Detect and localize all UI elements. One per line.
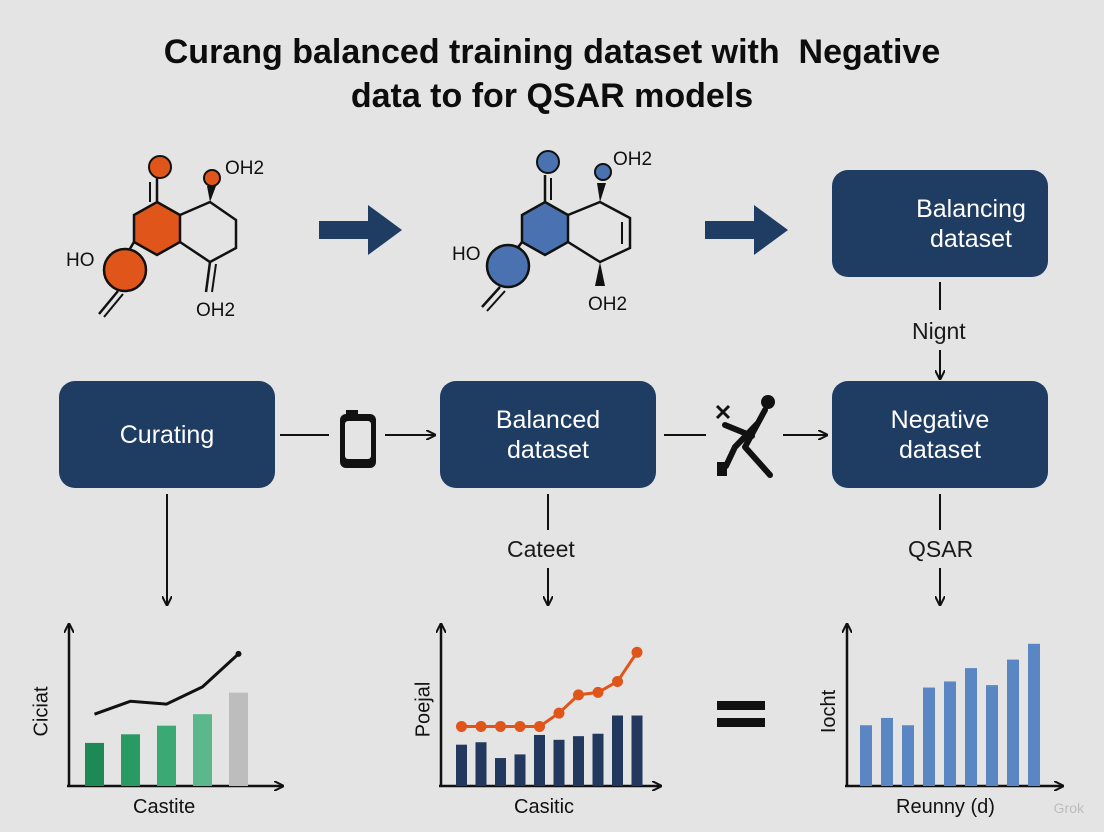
negative-dataset-box[interactable]: Negative dataset [832,381,1048,488]
orange-atom [148,155,172,179]
blue-atom [536,150,560,174]
chart-3-bar-1 [860,725,872,786]
chart-1-ylabel: Ciciat [30,686,53,737]
chart-2-bar-4 [514,754,526,786]
chart-3-bar-9 [1028,643,1040,786]
page-title: Curang balanced training dataset with Ne… [0,30,1104,118]
chart-2-point-2 [475,720,487,732]
chart-2-point-7 [573,689,584,701]
chart-1-bar-5 [229,692,248,786]
chart-3-bar-3 [902,725,914,786]
orange-ring [132,200,182,257]
chart-2-line [461,651,639,728]
chart-3-bar-7 [986,685,998,786]
chart-3-ylabel: Iocht [818,689,841,734]
left-atom-oh2-top: OH2 [225,158,265,179]
flow-arrow-2 [705,205,788,255]
chart-3-bar-2 [881,717,893,786]
connector-label-night: Nignt [912,318,966,344]
blue-atom-large [485,243,531,289]
phone-icon [340,410,376,468]
fused-ring [179,200,238,264]
chart-3-bar-6 [965,668,977,786]
title-line-1: Curang balanced training dataset with Ne… [163,33,941,71]
curating-label: Curating [119,420,215,449]
middle-atom-oh2-bottom: OH2 [588,294,628,315]
equals-sign [717,701,765,727]
orange-atom-large [102,247,148,293]
chart-1-line-end [235,650,242,657]
chart-2-point-9 [612,675,623,687]
curating-box[interactable]: Curating [59,381,275,488]
chart-2-bar-10 [631,715,643,786]
chart-1-line [93,652,240,716]
running-figure-icon [715,395,775,478]
chart-2-bar-6 [553,739,565,786]
middle-atom-oh2-top: OH2 [613,149,653,170]
chart-2-point-1 [456,720,467,732]
chart-1-xlabel: Castite [133,796,196,818]
balanced-dataset-label: Balanced dataset [495,405,601,464]
middle-molecule [481,150,632,312]
balancing-dataset-label: Balancing dataset [916,194,1026,253]
watermark: Grok [1053,800,1084,816]
balancing-dataset-box[interactable]: Balancing dataset [832,170,1048,277]
chart-2-xlabel: Casitic [514,796,575,818]
chart-2-point-5 [534,720,545,732]
blue-ring [520,200,570,257]
chart-1-bar-1 [85,742,104,786]
connector-label-qsar: QSAR [908,536,974,562]
chart-2-axes [439,625,660,786]
left-molecule [98,155,238,318]
middle-atom-ho: HO [452,244,481,265]
chart-3-bar-4 [923,687,935,786]
negative-dataset-label: Negative dataset [890,405,990,464]
chart-2-point-6 [553,707,565,719]
chart-1-bar-2 [121,734,140,786]
title-line-2: data to for QSAR models [350,77,754,115]
orange-atom-small [203,169,221,187]
chart-2-bar-7 [573,736,584,786]
chart-3-bar-8 [1007,659,1019,786]
balanced-dataset-box[interactable]: Balanced dataset [440,381,656,488]
left-atom-ho: HO [66,250,95,271]
chart-3-xlabel: Reunny (d) [896,796,995,818]
chart-2-point-4 [514,720,526,732]
left-atom-oh2-bottom: OH2 [196,300,236,321]
chart-2-bar-9 [612,715,623,786]
chart-2-bar-3 [495,758,506,786]
blue-atom-small [594,163,612,181]
chart-2-ylabel: Poejal [412,681,435,738]
chart-2-bar-2 [475,742,487,786]
chart-1-bar-4 [193,714,212,786]
chart-2-point-8 [592,686,604,698]
flow-arrow-1 [319,205,402,255]
chart-2-bar-5 [534,734,545,786]
chart-2-bar-8 [592,733,604,786]
chart-2-bar-1 [456,744,467,786]
connector-label-cateet: Cateet [507,536,575,562]
chart-2-point-10 [631,646,643,658]
chart-2-point-3 [495,720,506,732]
chart-3-bar-5 [944,681,956,786]
chart-1-bar-3 [157,725,176,786]
